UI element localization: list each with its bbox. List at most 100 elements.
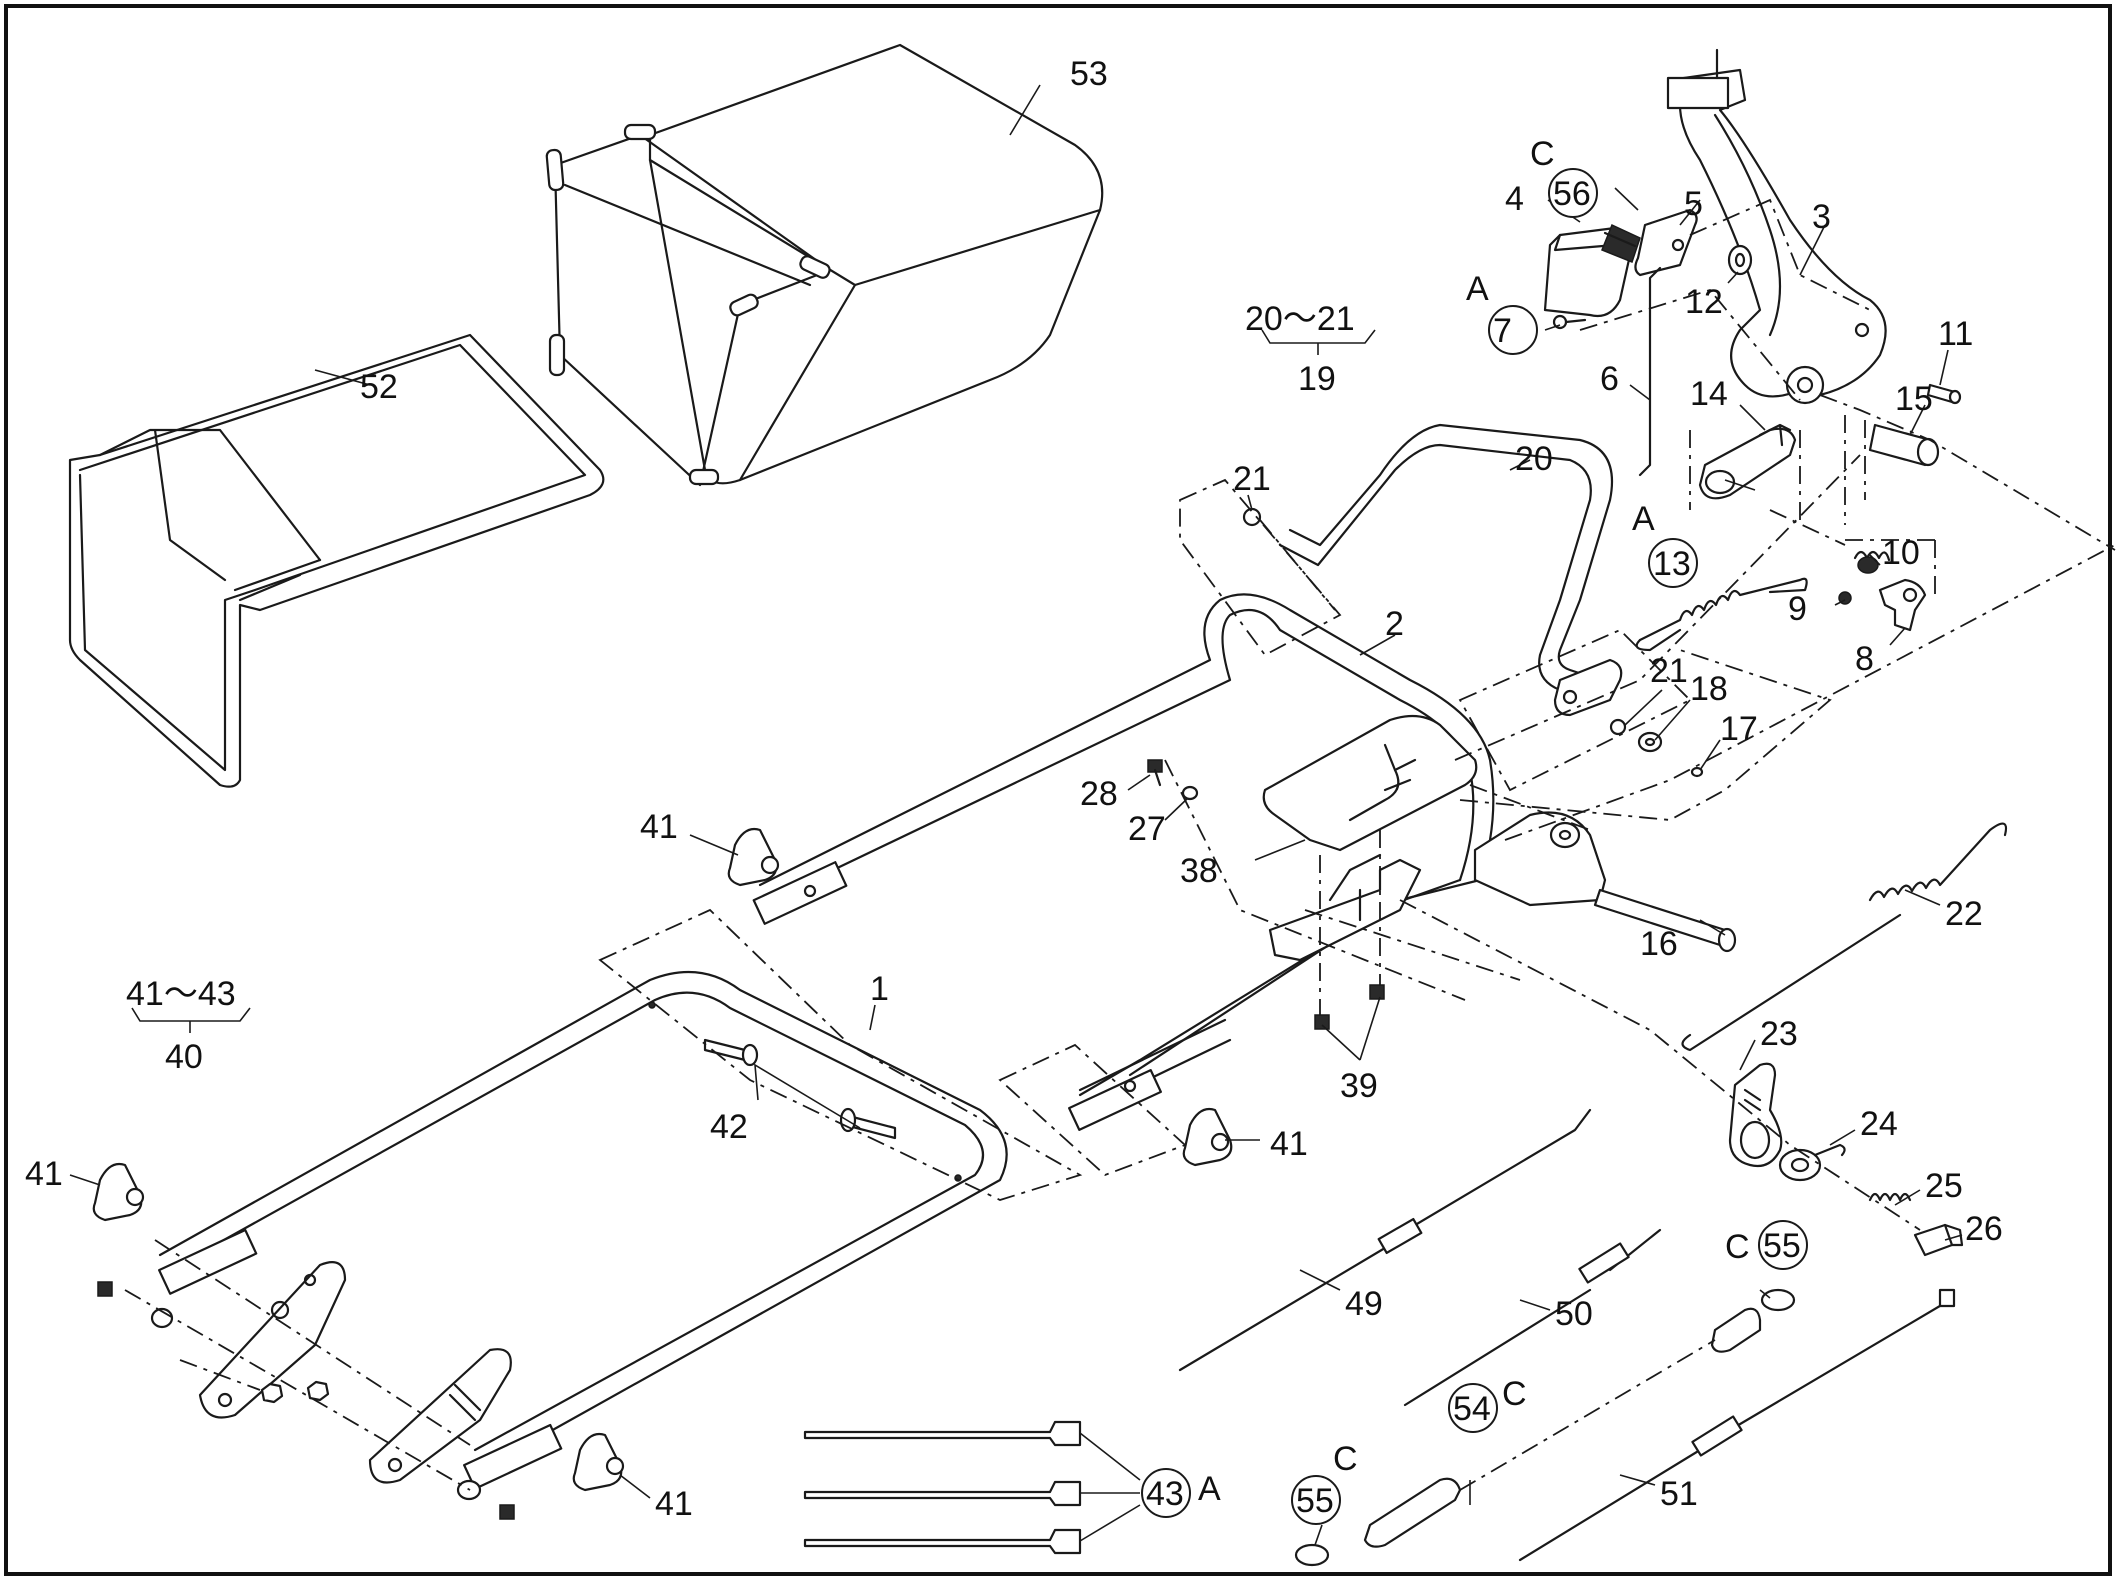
label-22: 22 <box>1945 895 1983 933</box>
bag-frame-52 <box>68 333 605 788</box>
circle-43 <box>1141 1468 1191 1518</box>
label-7: 7 <box>1493 312 1512 350</box>
label-6: 6 <box>1600 360 1619 398</box>
label-56: 56 <box>1553 175 1591 213</box>
circle-7 <box>1488 305 1538 355</box>
pin-17 <box>1690 766 1704 778</box>
knob-41-upper <box>727 827 780 887</box>
washer-27 <box>1181 785 1199 801</box>
label-13: 13 <box>1653 545 1691 583</box>
label-9: 9 <box>1788 590 1807 628</box>
hinge-block <box>1473 811 1607 907</box>
label-38: 38 <box>1180 852 1218 890</box>
label-54: 54 <box>1453 1390 1491 1428</box>
lower-handle-1 <box>158 970 1008 1490</box>
label-10: 10 <box>1882 534 1920 572</box>
letter-c-55-lower: C <box>1333 1440 1358 1478</box>
letter-c-55-upper: C <box>1725 1228 1750 1266</box>
plate-24 <box>1778 1143 1846 1182</box>
cable-ties-43 <box>803 1420 1141 1555</box>
letter-c-54: C <box>1502 1375 1527 1413</box>
circle-55-lower <box>1291 1475 1341 1525</box>
latch-8 <box>1878 578 1927 632</box>
screws-39 <box>1314 984 1385 1030</box>
spring-10 <box>1853 550 1891 574</box>
clamp-55-upper <box>1760 1288 1796 1312</box>
letter-a-43: A <box>1198 1470 1221 1508</box>
pin-16 <box>1593 888 1737 953</box>
group-label-41-43: 41～43 <box>126 975 236 1013</box>
label-55-upper: 55 <box>1763 1227 1801 1265</box>
label-18: 18 <box>1690 670 1728 708</box>
middle-handle-2 <box>752 593 1495 1097</box>
group-label-20-21: 20～21 <box>1245 300 1355 338</box>
sleeve-54 <box>1363 1307 1762 1548</box>
lower-bracket-left <box>198 1261 347 1419</box>
label-24: 24 <box>1860 1105 1898 1143</box>
label-27: 27 <box>1128 810 1166 848</box>
label-51: 51 <box>1660 1475 1698 1513</box>
label-41-middle: 41 <box>1270 1125 1308 1163</box>
bolt-26 <box>1913 1223 1964 1257</box>
collar-15 <box>1868 423 1940 467</box>
spring-25 <box>1868 1192 1912 1202</box>
label-55-lower: 55 <box>1296 1482 1334 1520</box>
washer-18 <box>1637 731 1663 753</box>
label-8: 8 <box>1855 640 1874 678</box>
rod-6 <box>1638 266 1662 477</box>
label-26: 26 <box>1965 1210 2003 1248</box>
label-11: 11 <box>1938 315 1973 353</box>
label-2: 2 <box>1385 605 1404 643</box>
bolts-42 <box>703 1038 897 1140</box>
knob-41-right <box>572 1432 625 1492</box>
pin-11 <box>1926 383 1962 405</box>
letter-a-13: A <box>1632 500 1655 538</box>
bolt-28 <box>1147 759 1163 787</box>
assembly-lines <box>124 198 2116 1491</box>
lower-bracket-right <box>368 1348 512 1484</box>
label-41-right: 41 <box>655 1485 693 1523</box>
frame-border <box>4 4 2112 1576</box>
label-1: 1 <box>870 970 889 1008</box>
label-41-upper: 41 <box>640 808 678 846</box>
spring-22 <box>1681 822 2008 1052</box>
leader-lines <box>69 84 1963 1546</box>
label-5: 5 <box>1684 185 1703 223</box>
label-43: 43 <box>1146 1475 1184 1513</box>
letter-c-56: C <box>1530 135 1555 173</box>
knob-41-middle <box>1182 1107 1233 1167</box>
screw-7 <box>1552 314 1587 330</box>
label-50: 50 <box>1555 1295 1593 1333</box>
clamp-55-lower <box>1294 1543 1330 1567</box>
label-53: 53 <box>1070 55 1108 93</box>
group-bracket-40 <box>131 1007 251 1033</box>
handle-bracket-3 <box>1666 48 1887 405</box>
label-4: 4 <box>1505 180 1524 218</box>
label-17: 17 <box>1720 710 1758 748</box>
label-42: 42 <box>710 1108 748 1146</box>
label-56 <box>1601 223 1641 263</box>
label-14: 14 <box>1690 375 1728 413</box>
letter-a-7: A <box>1466 270 1489 308</box>
label-25: 25 <box>1925 1167 1963 1205</box>
group-bracket-19 <box>1261 329 1376 355</box>
label-20: 20 <box>1515 440 1553 478</box>
label-49: 49 <box>1345 1285 1383 1323</box>
shifter-cover-38 <box>1262 714 1478 852</box>
label-15: 15 <box>1895 380 1933 418</box>
cable-50 <box>1403 1228 1662 1407</box>
label-12: 12 <box>1685 283 1723 321</box>
label-3: 3 <box>1812 198 1831 236</box>
plate-5 <box>1634 208 1698 277</box>
shifter-mechanism <box>1268 853 1422 962</box>
washer-12 <box>1727 244 1753 276</box>
callout-labels: 53 52 3 5 4 56 C 7 A 12 11 15 6 14 10 9 … <box>25 55 2003 1523</box>
label-16: 16 <box>1640 925 1678 963</box>
circle-55-upper <box>1758 1220 1808 1270</box>
spring-13 <box>1635 577 1808 652</box>
circle-54 <box>1448 1383 1498 1433</box>
lever-14 <box>1698 423 1797 500</box>
upper-handle-20 <box>1278 423 1623 717</box>
